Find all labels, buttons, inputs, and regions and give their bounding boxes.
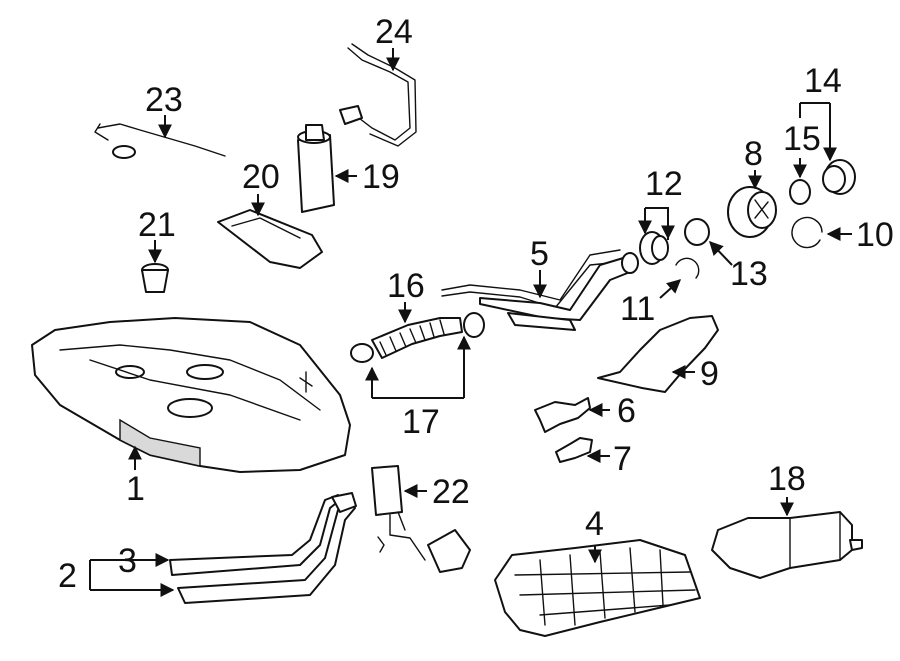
callout-4: 4 xyxy=(585,505,604,543)
callout-16: 16 xyxy=(387,267,425,305)
fuel-cap xyxy=(822,159,856,195)
fuel-sender xyxy=(141,263,169,293)
vent-line xyxy=(94,123,226,159)
callout-20: 20 xyxy=(242,158,280,196)
callout-17: 17 xyxy=(402,403,440,441)
callout-1: 1 xyxy=(126,470,145,508)
callout-22: 22 xyxy=(432,473,470,511)
callout-7: 7 xyxy=(613,440,632,478)
leader-lines xyxy=(89,48,852,597)
callout-2: 2 xyxy=(58,557,77,595)
callout-9: 9 xyxy=(700,355,719,393)
fuel-pump xyxy=(297,124,335,213)
callout-24: 24 xyxy=(375,13,413,51)
callout-14: 14 xyxy=(804,62,842,100)
charcoal-canister xyxy=(711,511,863,579)
callout-23: 23 xyxy=(145,81,183,119)
heat-shield xyxy=(494,539,701,637)
callout-21: 21 xyxy=(138,206,176,244)
callout-6: 6 xyxy=(617,392,636,430)
filler-pipe xyxy=(441,249,639,331)
hose-clamps xyxy=(350,312,485,363)
seal-13 xyxy=(684,218,710,246)
callout-8: 8 xyxy=(744,135,763,173)
callout-5: 5 xyxy=(530,235,549,273)
callout-13: 13 xyxy=(730,255,768,293)
callout-12: 12 xyxy=(645,165,683,203)
bracket-lower xyxy=(555,437,593,463)
retainer-clip-10 xyxy=(791,216,823,249)
bracket-upper xyxy=(534,397,591,433)
callout-15: 15 xyxy=(783,120,821,158)
callout-11: 11 xyxy=(620,290,655,328)
callout-10: 10 xyxy=(856,216,894,254)
fuel-line-24 xyxy=(339,43,417,147)
filler-hose xyxy=(371,317,463,359)
fuel-filter xyxy=(217,209,323,269)
fuel-gauge-unit xyxy=(371,465,471,573)
retainer-clip-11 xyxy=(675,257,700,279)
filler-neck xyxy=(727,186,777,238)
callout-3: 3 xyxy=(118,542,137,580)
grommet-12 xyxy=(639,231,669,265)
cap-gasket xyxy=(789,179,811,205)
tank-straps xyxy=(169,492,357,604)
callout-18: 18 xyxy=(768,460,806,498)
callout-19: 19 xyxy=(362,158,400,196)
fuel-tank xyxy=(31,317,351,473)
filler-bracket xyxy=(597,315,719,393)
